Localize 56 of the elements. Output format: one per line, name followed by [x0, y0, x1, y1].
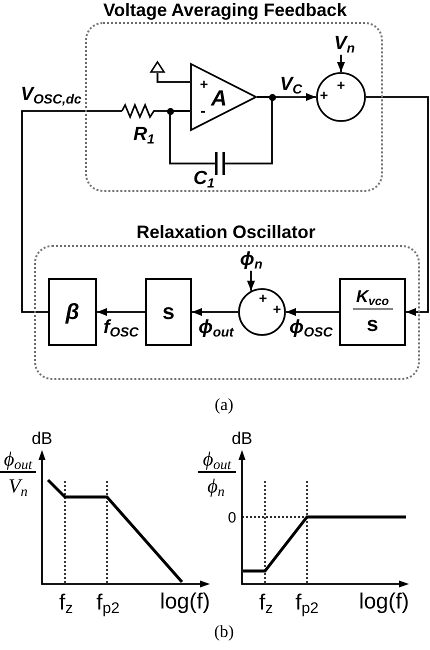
gain-label: A: [211, 85, 227, 111]
transfer-block: [339, 278, 406, 346]
ground-symbol: [150, 61, 165, 73]
signal-arrow: [192, 308, 238, 316]
edge-label: V$_{OSC,dc}$: [20, 84, 82, 106]
block-label: s: [366, 313, 378, 338]
tick-label: 0: [228, 509, 236, 527]
subfigure-label: (a): [214, 395, 234, 415]
transfer-block: [48, 278, 97, 346]
transfer-block: [145, 278, 192, 346]
minus-sign: -: [200, 102, 206, 122]
plus-sign: +: [200, 76, 208, 92]
component-label: C$_{1}$: [193, 168, 215, 190]
transfer-function-label: ϕ$_{out}$: [4, 448, 32, 472]
capacitor-symbol: [215, 152, 225, 175]
summing-junction: [316, 72, 366, 122]
plus-sign: +: [320, 86, 328, 104]
transfer-function-label: ϕ$_{out}$: [202, 448, 232, 472]
axis-label: log(f): [160, 588, 210, 614]
signal-arrow: [286, 308, 339, 316]
edge-label: ϕ$_{OSC}$: [289, 317, 333, 339]
resistor-symbol: [122, 104, 157, 118]
transfer-function-label: ϕ$_{n}$: [207, 476, 225, 498]
axis-label: dB: [232, 429, 252, 449]
transfer-function-label: V$_{n}$: [8, 476, 28, 498]
tick-label: f$_{p2}$: [295, 589, 319, 615]
op-amp-symbol: [190, 63, 257, 131]
plus-sign: +: [336, 76, 346, 94]
plus-sign: +: [258, 290, 268, 306]
signal-label: V$_{n}$: [334, 33, 355, 55]
component-label: R$_{1}$: [133, 124, 155, 146]
block-label: s: [162, 299, 175, 325]
signal-arrow: [247, 270, 255, 291]
subfigure-label: (b): [214, 622, 234, 642]
wire: [225, 96, 273, 164]
wire: [169, 110, 215, 164]
plus-sign: +: [272, 300, 282, 318]
edge-label: f$_{OSC}$: [103, 317, 139, 339]
axis-label: log(f): [358, 588, 410, 614]
block-label: β: [66, 299, 80, 325]
tick-label: f$_{p2}$: [96, 589, 120, 615]
signal-arrow: [366, 96, 429, 316]
block-label: K$_{vco}$: [356, 286, 389, 306]
axis-label: dB: [32, 429, 52, 449]
signal-label: ϕ$_{n}$: [240, 249, 263, 271]
edge-label: V$_{C}$: [280, 74, 302, 96]
summing-junction: [238, 288, 286, 336]
signal-arrow: [97, 308, 145, 316]
edge-label: ϕ$_{out}$: [198, 317, 234, 339]
signal-arrow: [337, 54, 345, 72]
group-title: Voltage Averaging Feedback: [103, 0, 347, 21]
group-title: Relaxation Oscillator: [136, 222, 316, 243]
wire: [156, 73, 190, 83]
tick-label: f$_{z}$: [59, 589, 73, 615]
wire: [21, 110, 122, 313]
tick-label: f$_{z}$: [259, 589, 273, 615]
